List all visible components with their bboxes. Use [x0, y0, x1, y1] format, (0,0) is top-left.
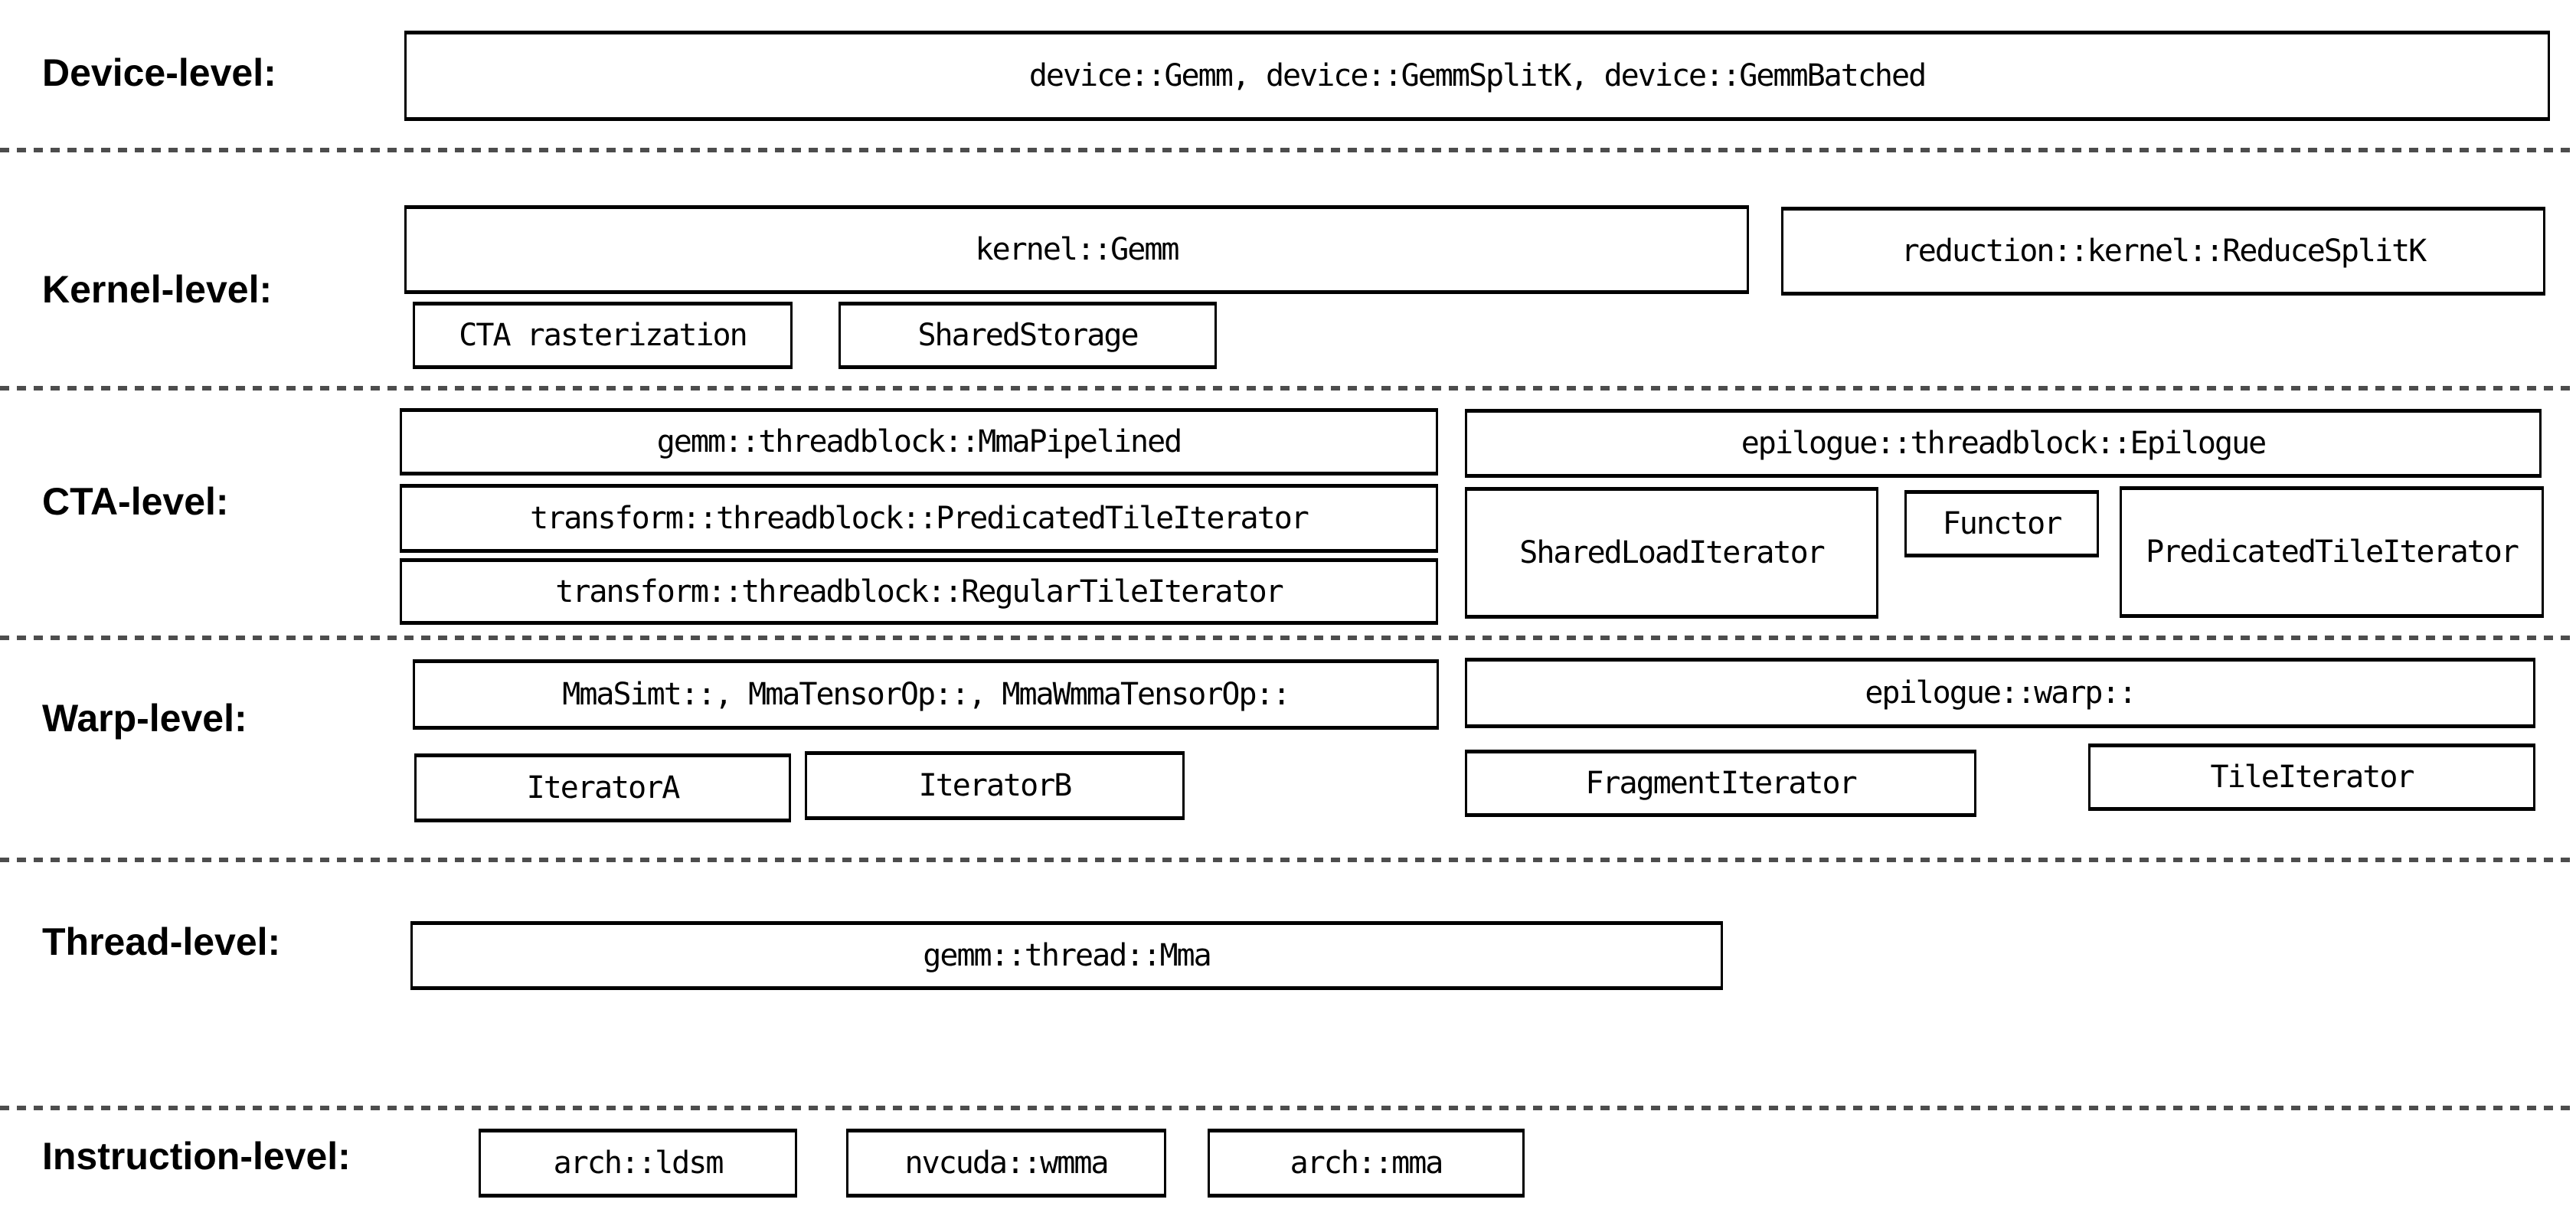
box-shared-load-iterator: SharedLoadIterator	[1465, 487, 1878, 619]
box-arch-ldsm: arch::ldsm	[479, 1129, 797, 1198]
box-fragment-iterator: FragmentIterator	[1465, 750, 1976, 817]
separator-thread-instruction	[0, 1106, 2576, 1110]
box-iterator-b: IteratorB	[805, 751, 1185, 820]
box-gemm-threadblock-mmapipelined: gemm::threadblock::MmaPipelined	[400, 408, 1438, 476]
box-epilogue-threadblock-epilogue: epilogue::threadblock::Epilogue	[1465, 409, 2542, 478]
box-kernel-gemm: kernel::Gemm	[404, 205, 1749, 294]
box-shared-storage: SharedStorage	[839, 302, 1217, 369]
box-cta-rasterization: CTA rasterization	[413, 302, 793, 369]
instruction-level-label: Instruction-level:	[42, 1135, 351, 1178]
box-functor: Functor	[1904, 490, 2099, 557]
separator-cta-warp	[0, 636, 2576, 640]
separator-warp-thread	[0, 858, 2576, 862]
separator-device-kernel	[0, 148, 2576, 152]
box-tile-iterator: TileIterator	[2088, 743, 2535, 811]
separator-kernel-cta	[0, 386, 2576, 391]
box-device-gemm: device::Gemm, device::GemmSplitK, device…	[404, 31, 2550, 121]
box-arch-mma: arch::mma	[1208, 1129, 1525, 1198]
box-transform-threadblock-regulartileiterator: transform::threadblock::RegularTileItera…	[400, 558, 1438, 625]
warp-level-label: Warp-level:	[42, 697, 247, 740]
device-level-label: Device-level:	[42, 51, 276, 94]
box-mma-simt-tensorop-wmmatensorop: MmaSimt::, MmaTensorOp::, MmaWmmaTensorO…	[413, 659, 1439, 730]
box-transform-threadblock-predicatedtileiterator: transform::threadblock::PredicatedTileIt…	[400, 484, 1438, 553]
box-iterator-a: IteratorA	[414, 753, 791, 822]
thread-level-label: Thread-level:	[42, 920, 281, 963]
box-gemm-thread-mma: gemm::thread::Mma	[410, 921, 1723, 990]
box-reduction-kernel-reducesplitk: reduction::kernel::ReduceSplitK	[1781, 207, 2545, 296]
kernel-level-label: Kernel-level:	[42, 268, 273, 311]
cta-level-label: CTA-level:	[42, 480, 229, 523]
box-nvcuda-wmma: nvcuda::wmma	[846, 1129, 1166, 1198]
box-predicated-tile-iterator: PredicatedTileIterator	[2120, 486, 2544, 618]
box-epilogue-warp: epilogue::warp::	[1465, 658, 2535, 728]
